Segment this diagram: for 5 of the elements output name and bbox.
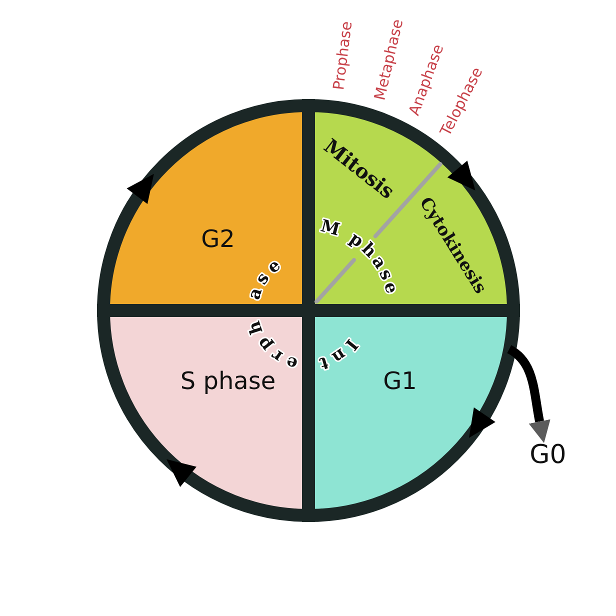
phase-label: G1 — [383, 368, 417, 396]
phase-label: G0 — [530, 441, 566, 471]
phase-label: G2 — [201, 226, 235, 254]
subphase-label: Prophase — [330, 20, 356, 92]
phase-label: S phase — [180, 368, 276, 396]
